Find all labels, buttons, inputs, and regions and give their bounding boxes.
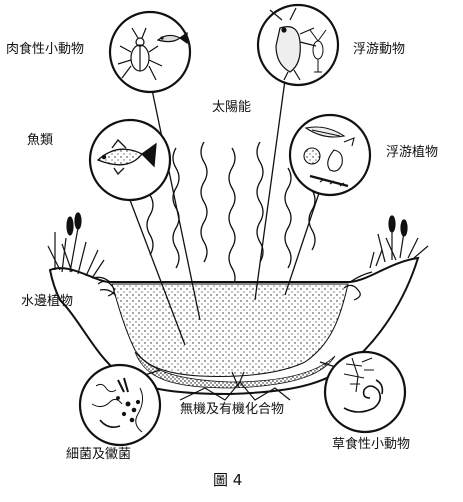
carnivore-label: 肉食性小動物: [6, 42, 85, 57]
right-bank-grass: [343, 215, 429, 301]
herbivore-label: 草食性小動物: [332, 437, 411, 452]
sun-rays: [146, 141, 316, 289]
fish-circle: [88, 118, 172, 202]
snail-worm-icon: [343, 379, 384, 413]
pointer-lines: [129, 79, 346, 381]
fish-icon: [96, 139, 157, 176]
phytoplankton-label: 浮游植物: [386, 145, 439, 160]
nutrients-label: 無機及有機化合物: [180, 402, 285, 417]
zooplankton-circle: [256, 3, 340, 87]
phytoplankton-circle: [288, 113, 372, 197]
nutrients-marker: [231, 371, 245, 388]
algae-icon: [303, 126, 355, 188]
fish-label: 魚類: [27, 133, 54, 148]
herbivore-circle: [323, 350, 407, 434]
copepod-icon: [309, 29, 327, 73]
pond-sediment: [134, 351, 336, 389]
carnivore-circle: [108, 10, 192, 94]
water-flea-icon: [269, 7, 317, 81]
figure-caption: 圖 4: [213, 471, 243, 489]
sunlight-label: 太陽能: [212, 100, 252, 115]
larva-icon: [343, 357, 374, 393]
bacteria-icon: [91, 377, 144, 433]
bacteria-circle: [78, 363, 162, 447]
beetle-icon: [117, 27, 163, 81]
zooplankton-label: 浮游動物: [353, 42, 406, 57]
aquatic-plants-label: 水邊植物: [21, 294, 74, 309]
left-bank-grass: [47, 212, 117, 297]
small-fish-icon: [156, 31, 188, 45]
bacteria-label: 細菌及黴菌: [66, 447, 132, 462]
